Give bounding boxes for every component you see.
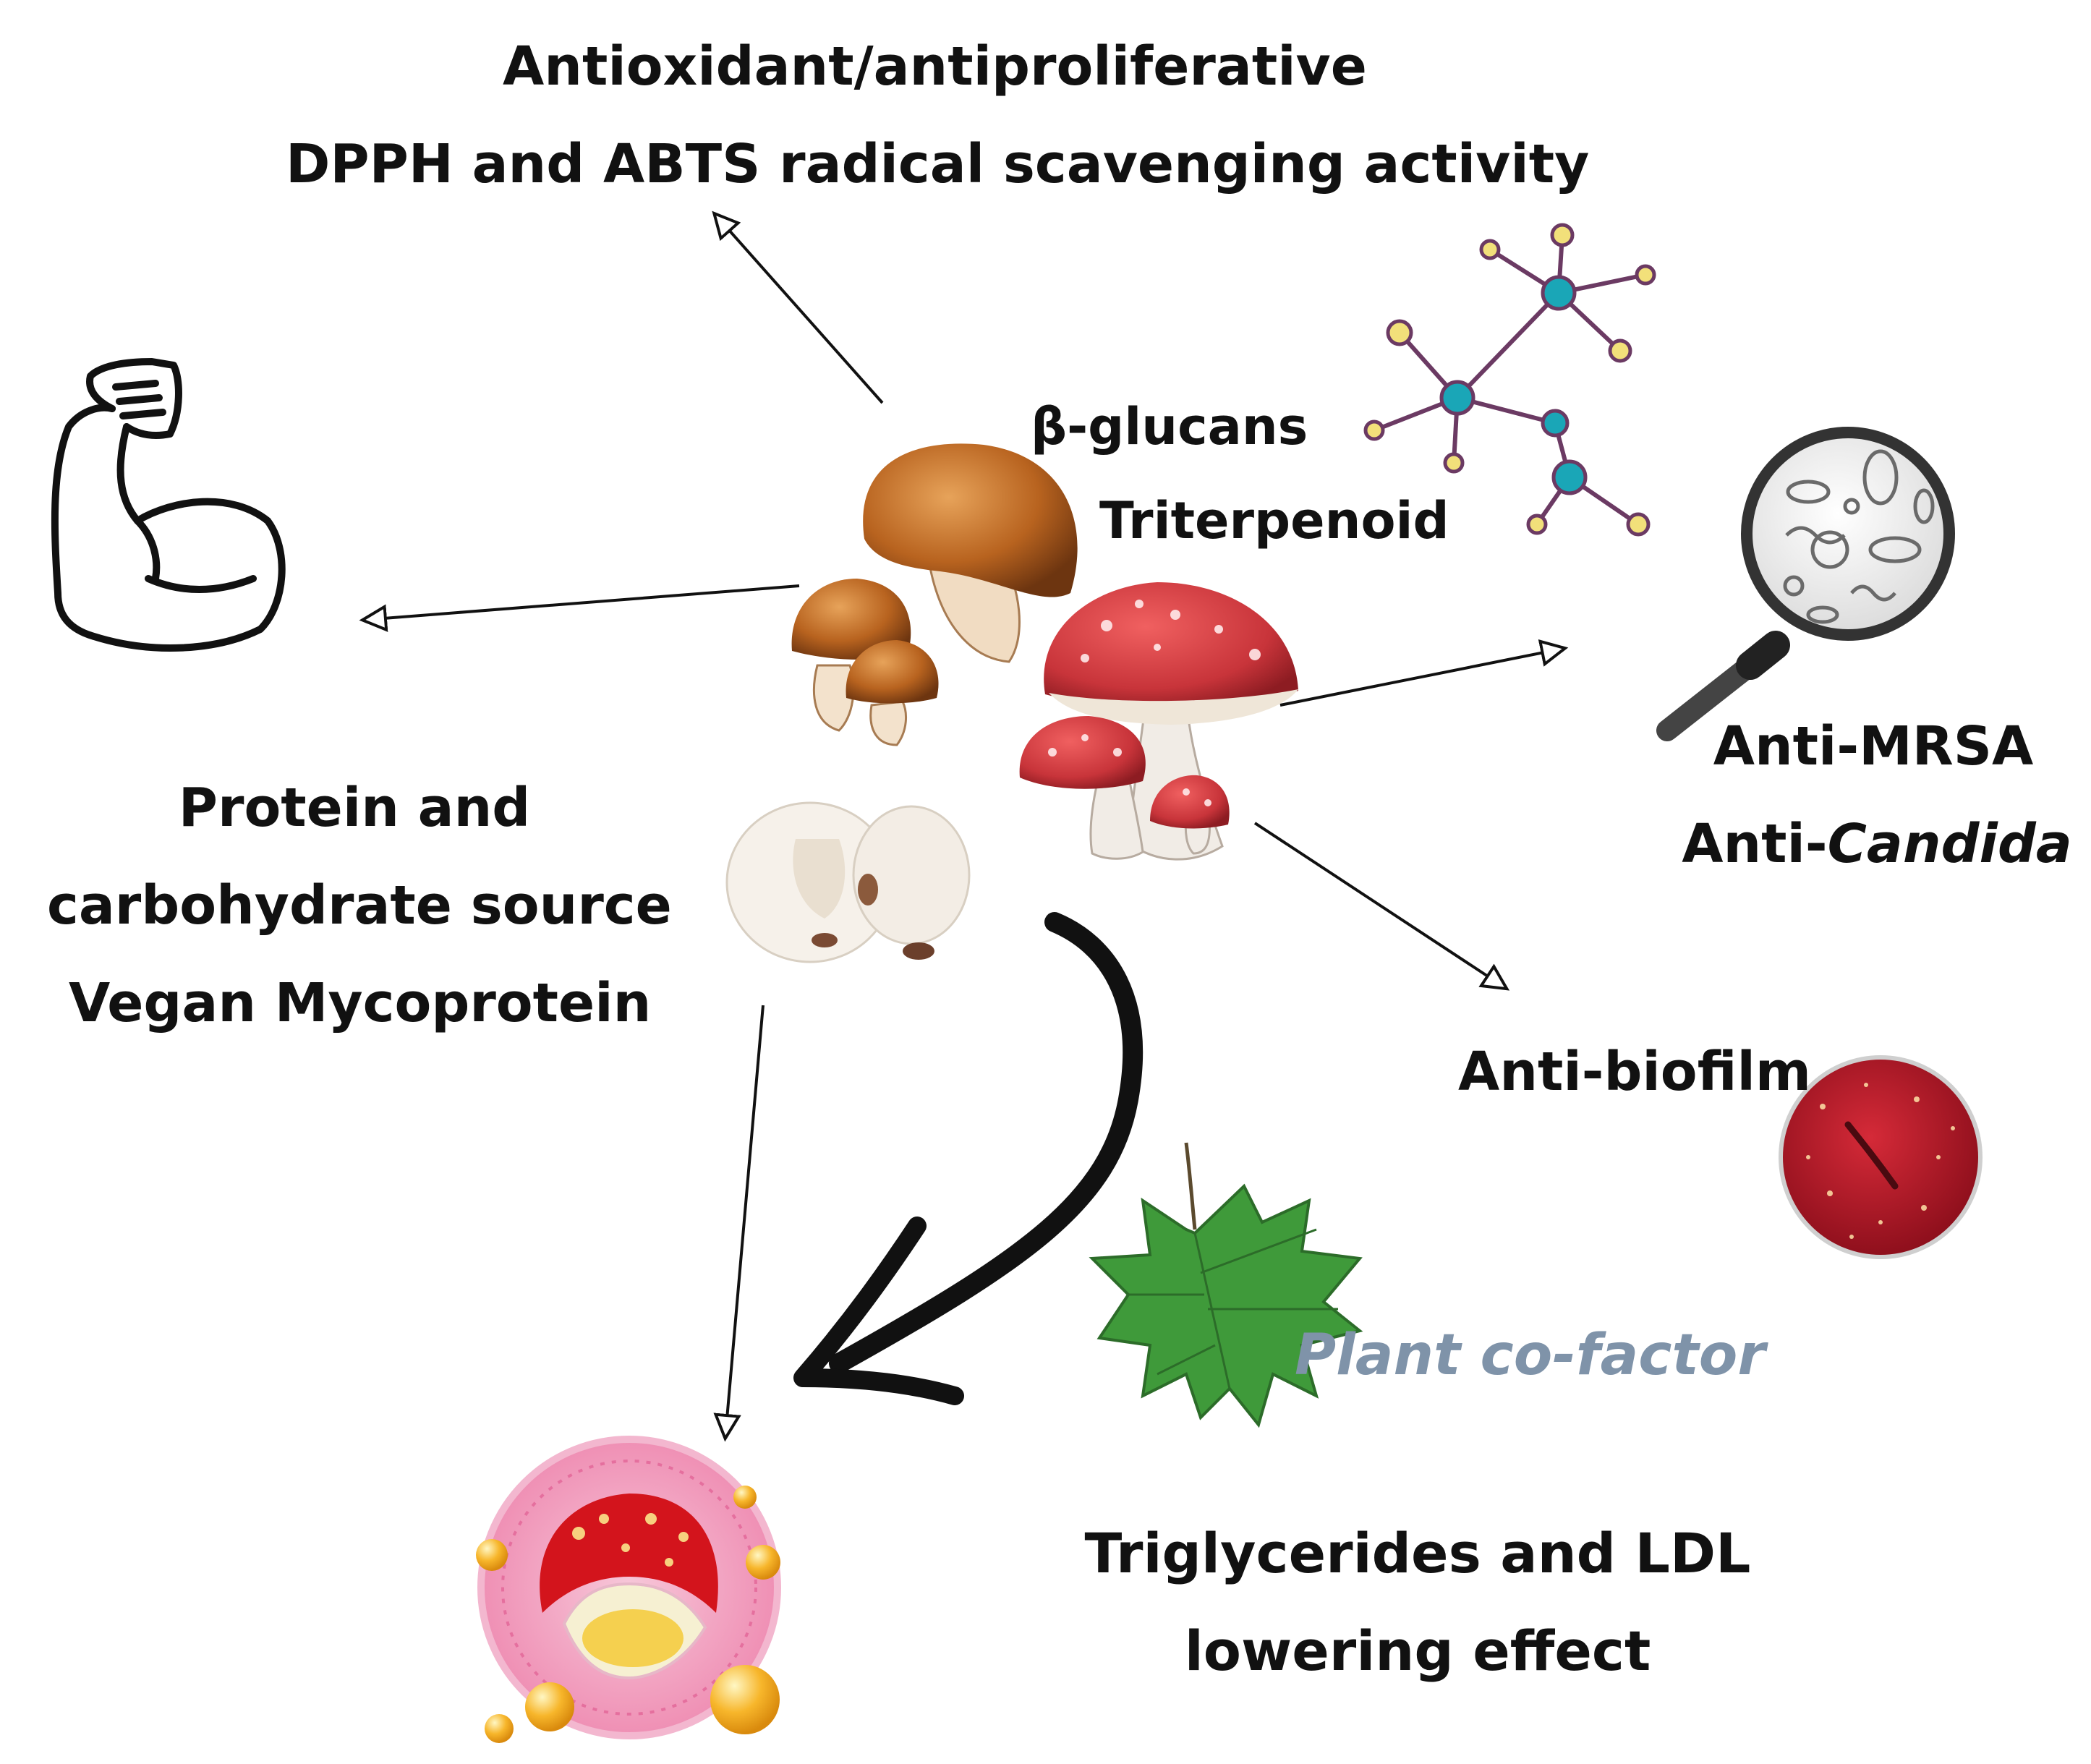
protein-label-line3: Vegan Mycoprotein	[69, 972, 652, 1034]
molecule-network-icon	[1363, 223, 1656, 537]
plant-cofactor-label: Plant co-factor	[1295, 1323, 1766, 1388]
arrow-to-artery	[713, 1005, 765, 1442]
antioxidant-subtitle: DPPH and ABTS radical scavenging activit…	[286, 133, 1590, 195]
arrows-group	[359, 210, 1569, 1442]
triterpenoid-label: Triterpenoid	[1099, 491, 1449, 550]
arrow-to-antibiofilm	[1253, 822, 1510, 991]
anti-biofilm-label: Anti-biofilm	[1458, 1041, 1811, 1103]
anti-mrsa-label: Anti-MRSA	[1713, 715, 2034, 777]
anti-candida-italic: Candida	[1827, 813, 2072, 875]
curved-arrow-head	[793, 1217, 964, 1405]
protein-label-line2: carbohydrate source	[47, 874, 672, 937]
artery-cross-section-icon	[476, 1436, 781, 1743]
petri-dish-icon	[1779, 1055, 1983, 1259]
arrow-to-muscle	[359, 584, 800, 632]
mushroom-cluster-icon	[725, 443, 1298, 963]
curved-arrow	[829, 912, 1144, 1373]
antioxidant-title: Antioxidant/antiproliferative	[503, 35, 1367, 98]
anti-candida-label: Anti-Candida	[1674, 817, 2079, 871]
arrow-to-antimrsa	[1279, 639, 1569, 707]
lipid-label-line1: Triglycerides and LDL	[1084, 1521, 1751, 1585]
arrow-to-antioxidant	[712, 210, 884, 404]
magnifying-glass-microbes-icon	[1656, 427, 1955, 741]
protein-label-line1: Protein and	[178, 777, 531, 839]
anti-candida-prefix: Anti-	[1682, 813, 1828, 875]
beta-glucans-label: β-glucans	[1031, 397, 1308, 456]
leaf-icon	[1089, 1142, 1363, 1428]
lipid-label-line2: lowering effect	[1184, 1619, 1651, 1683]
flexed-bicep-icon	[51, 358, 286, 652]
